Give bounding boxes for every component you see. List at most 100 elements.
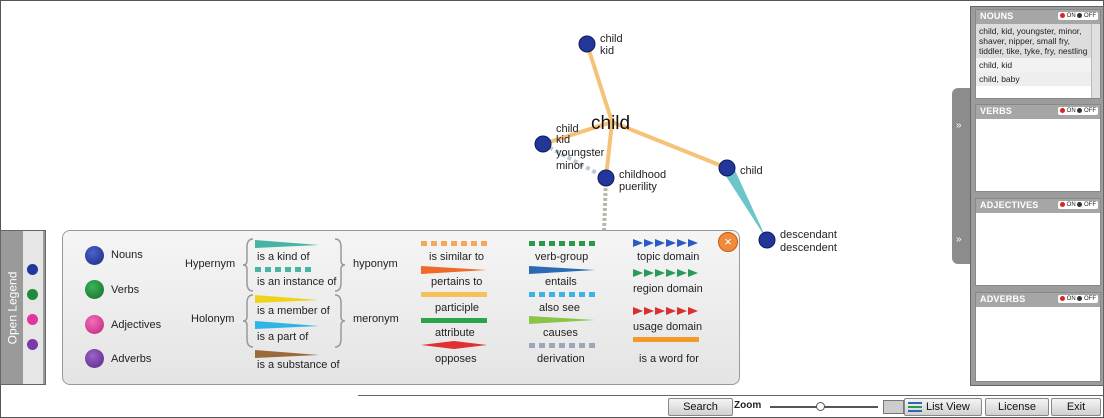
graph-node[interactable]: child — [718, 159, 763, 177]
legend-verbs: Verbs — [111, 284, 140, 296]
license-button[interactable]: License — [985, 398, 1049, 416]
verbs-title: VERBS — [980, 106, 1013, 116]
legend-causes: causes — [543, 327, 578, 339]
adverb-node-icon — [85, 349, 104, 368]
legend-attribute: attribute — [435, 327, 475, 339]
verb-dot-icon — [27, 289, 38, 300]
off-label: OFF — [1084, 13, 1096, 20]
on-radio-icon[interactable] — [1059, 296, 1065, 301]
legend-part-of: is a part of — [257, 331, 309, 343]
node-label: child — [600, 33, 623, 45]
search-button[interactable]: Search — [668, 398, 733, 416]
edge — [611, 120, 728, 170]
edge-dashed — [542, 142, 607, 180]
node-label: kid — [556, 134, 570, 146]
graph-node[interactable]: descendant descendent — [758, 229, 837, 254]
off-radio-icon[interactable] — [1077, 13, 1083, 18]
node-label: minor — [556, 160, 584, 172]
edge — [542, 120, 613, 146]
adverbs-panel-header: ADVERBS ON OFF — [976, 293, 1100, 307]
node-label: kid — [600, 45, 614, 57]
legend-holonym: Holonym — [191, 313, 235, 325]
node-label: puerility — [619, 181, 657, 193]
noun-sense-item[interactable]: child, kid, youngster, minor, shaver, ni… — [976, 24, 1092, 58]
keyboard-icon[interactable] — [883, 400, 904, 414]
open-legend-label: Open Legend — [5, 271, 20, 344]
graph-node[interactable]: childhood puerility — [597, 169, 666, 193]
on-radio-icon[interactable] — [1059, 202, 1065, 207]
legend-region-domain: region domain — [633, 283, 703, 295]
edge — [604, 121, 614, 179]
list-view-button[interactable]: List View — [904, 398, 982, 416]
node-label: descendent — [780, 242, 837, 254]
legend-derivation: derivation — [537, 353, 585, 365]
on-radio-icon[interactable] — [1059, 13, 1065, 18]
adjectives-toggle[interactable]: ON OFF — [1057, 201, 1098, 210]
on-radio-icon[interactable] — [1059, 108, 1065, 113]
open-legend-label-wrap: Open Legend — [3, 231, 21, 384]
open-legend-tab[interactable]: Open Legend — [0, 230, 46, 385]
legend-pertains-to: pertains to — [431, 276, 483, 288]
center-word: child — [591, 113, 630, 134]
legend-swatches-col3 — [529, 241, 595, 348]
legend-nouns: Nouns — [111, 249, 143, 261]
on-label: ON — [1066, 108, 1076, 115]
noun-sense-item[interactable]: child, baby — [976, 72, 1092, 86]
off-radio-icon[interactable] — [1077, 296, 1083, 301]
edge — [585, 43, 614, 123]
off-radio-icon[interactable] — [1077, 202, 1083, 207]
legend-hypernym: Hypernym — [185, 258, 236, 270]
list-view-icon — [908, 402, 922, 412]
nouns-title: NOUNS — [980, 11, 1014, 21]
legend-adjectives: Adjectives — [111, 319, 162, 331]
search-input[interactable] — [0, 398, 666, 417]
adverbs-toggle[interactable]: ON OFF — [1057, 295, 1098, 304]
chevron-right-icon[interactable]: » — [956, 120, 962, 131]
noun-sense-item[interactable]: child, kid — [976, 58, 1092, 72]
node-label: child — [740, 165, 763, 177]
adjectives-panel-header: ADJECTIVES ON OFF — [976, 199, 1100, 213]
off-label: OFF — [1084, 296, 1096, 303]
legend-close-icon[interactable]: × — [718, 232, 738, 252]
legend-hyponym: hyponym — [353, 258, 398, 270]
chevron-right-icon[interactable]: » — [956, 234, 962, 245]
noun-dot-icon — [27, 264, 38, 275]
legend-tab-dots — [23, 231, 43, 384]
legend-panel: Nouns Verbs Adjectives Adverbs Hypernym … — [62, 230, 740, 385]
adjectives-title: ADJECTIVES — [980, 200, 1039, 210]
node-label: child — [556, 123, 579, 135]
noun-node-icon — [85, 246, 104, 265]
verbs-panel-header: VERBS ON OFF — [976, 105, 1100, 119]
legend-kind-of: is a kind of — [257, 251, 310, 263]
panel-collapse-handle[interactable]: » » — [952, 88, 970, 264]
graph-node[interactable]: child kid — [578, 33, 623, 57]
legend-entails: entails — [545, 276, 577, 288]
node-label: childhood — [619, 169, 666, 181]
off-label: OFF — [1084, 202, 1096, 209]
adjective-dot-icon — [27, 314, 38, 325]
legend-swatches-col4 — [633, 239, 699, 342]
legend-similar-to: is similar to — [429, 251, 485, 263]
bottom-divider — [358, 395, 1103, 396]
nouns-scrollbar[interactable] — [1091, 24, 1100, 98]
legend-member-of: is a member of — [257, 305, 330, 317]
zoom-slider-handle[interactable] — [816, 402, 825, 411]
legend-instance-of: is an instance of — [257, 276, 337, 288]
nouns-toggle[interactable]: ON OFF — [1057, 12, 1098, 21]
legend-swatches-col1 — [255, 240, 319, 358]
node-label: youngster — [556, 147, 605, 159]
legend-substance-of: is a substance of — [257, 359, 340, 371]
legend-brackets — [242, 238, 346, 348]
exit-button[interactable]: Exit — [1051, 398, 1101, 416]
graph-node[interactable]: child kid youngster minor — [534, 123, 605, 172]
nouns-panel-header: NOUNS ON OFF — [976, 10, 1100, 24]
legend-topic-domain: topic domain — [637, 251, 700, 263]
verbs-panel: VERBS ON OFF — [975, 104, 1101, 192]
on-label: ON — [1066, 202, 1076, 209]
verbs-toggle[interactable]: ON OFF — [1057, 107, 1098, 116]
legend-participle: participle — [435, 302, 480, 314]
adverbs-title: ADVERBS — [980, 294, 1026, 304]
off-radio-icon[interactable] — [1077, 108, 1083, 113]
edge-hyponym — [722, 166, 767, 240]
legend-adverbs: Adverbs — [111, 353, 152, 365]
